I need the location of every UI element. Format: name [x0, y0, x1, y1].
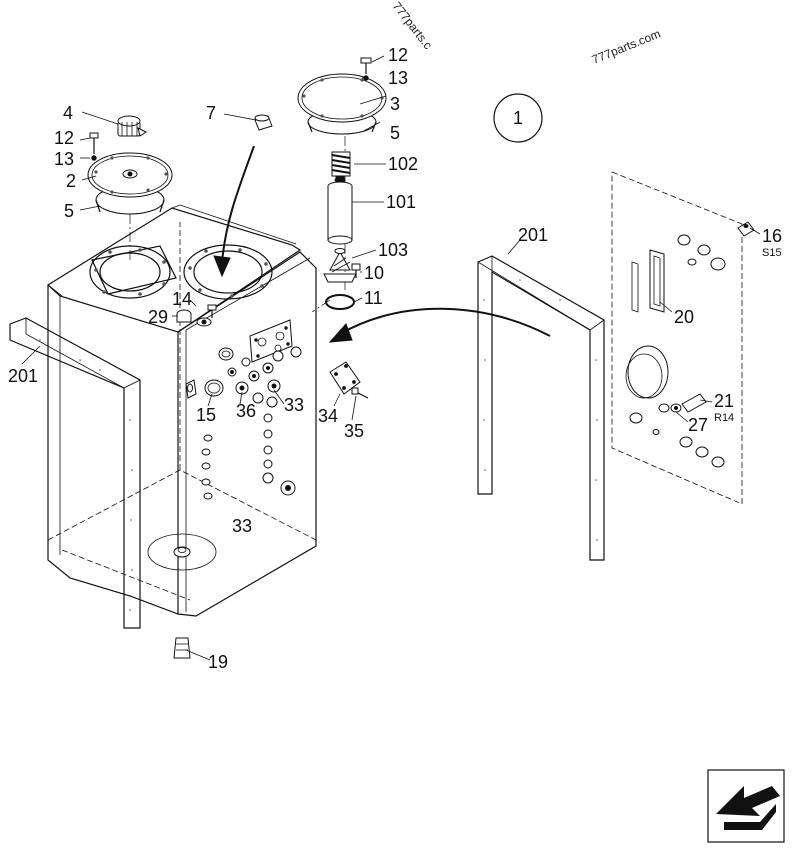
spring [331, 151, 351, 177]
callout-12-right: 12 [388, 45, 408, 65]
o-ring [325, 294, 355, 310]
callout-14: 14 [172, 289, 192, 309]
panel-sight-window [625, 345, 669, 399]
arrow-head-2 [328, 323, 353, 343]
side-panel-outline [611, 171, 743, 505]
arrow-panel-to-tank [339, 307, 551, 337]
callout-labels: 4 7 12 13 2 5 12 13 3 5 102 101 103 10 1… [8, 45, 782, 672]
callout-5-right: 5 [390, 123, 400, 143]
callout-29: 29 [148, 307, 168, 327]
callout-7: 7 [206, 103, 216, 123]
callout-19: 19 [208, 652, 228, 672]
callout-13-left: 13 [54, 149, 74, 169]
callout-201-right: 201 [518, 225, 548, 245]
bypass-valve [323, 248, 357, 283]
filter-element [327, 175, 353, 245]
callout-21: 21 [714, 391, 734, 411]
callout-16: 16 [762, 226, 782, 246]
frame-left [9, 317, 141, 629]
view-marker-label: 1 [513, 108, 523, 128]
callout-4: 4 [63, 103, 73, 123]
back-arrow-icon [716, 786, 780, 816]
callout-102: 102 [388, 154, 418, 174]
cover-right [297, 57, 387, 135]
panel-slot [631, 249, 665, 313]
tank-top-openings [89, 244, 273, 300]
callout-5-left: 5 [64, 201, 74, 221]
frame-right [477, 255, 605, 561]
callout-101: 101 [386, 192, 416, 212]
callout-36: 36 [236, 401, 256, 421]
callout-33-lower: 33 [232, 516, 252, 536]
center-lines [129, 118, 346, 313]
callout-35: 35 [344, 421, 364, 441]
arrow-head-1 [213, 255, 231, 278]
arrow-to-opening [221, 145, 255, 263]
callout-20: 20 [674, 307, 694, 327]
panel-fittings [629, 221, 755, 468]
panel-plate [249, 319, 293, 363]
callout-3: 3 [390, 94, 400, 114]
callout-34: 34 [318, 406, 338, 426]
callout-33-upper: 33 [284, 395, 304, 415]
side-fittings [201, 346, 302, 500]
side-port [218, 347, 234, 361]
callout-27: 27 [688, 415, 708, 435]
callout-10: 10 [364, 263, 384, 283]
view-marker-circle [493, 93, 543, 143]
fittings-top [176, 304, 217, 327]
callout-12-left: 12 [54, 128, 74, 148]
callout-201-left: 201 [8, 366, 38, 386]
screw [351, 263, 361, 278]
breather-cap [117, 115, 147, 137]
callout-21-sub: R14 [714, 412, 734, 424]
cap-plug [254, 114, 273, 131]
side-cover [329, 361, 369, 399]
callout-13-right: 13 [388, 68, 408, 88]
tank-body [47, 204, 317, 659]
callout-16-sub: S15 [762, 247, 782, 259]
callout-2: 2 [66, 171, 76, 191]
previous-page-button[interactable] [707, 769, 785, 843]
callout-103: 103 [378, 240, 408, 260]
sight-glass [185, 379, 224, 399]
leader-lines [21, 55, 761, 661]
callout-11: 11 [364, 288, 383, 308]
watermark-right: 777parts.com [590, 27, 663, 67]
callout-15: 15 [196, 405, 216, 425]
cover-left [87, 132, 173, 215]
